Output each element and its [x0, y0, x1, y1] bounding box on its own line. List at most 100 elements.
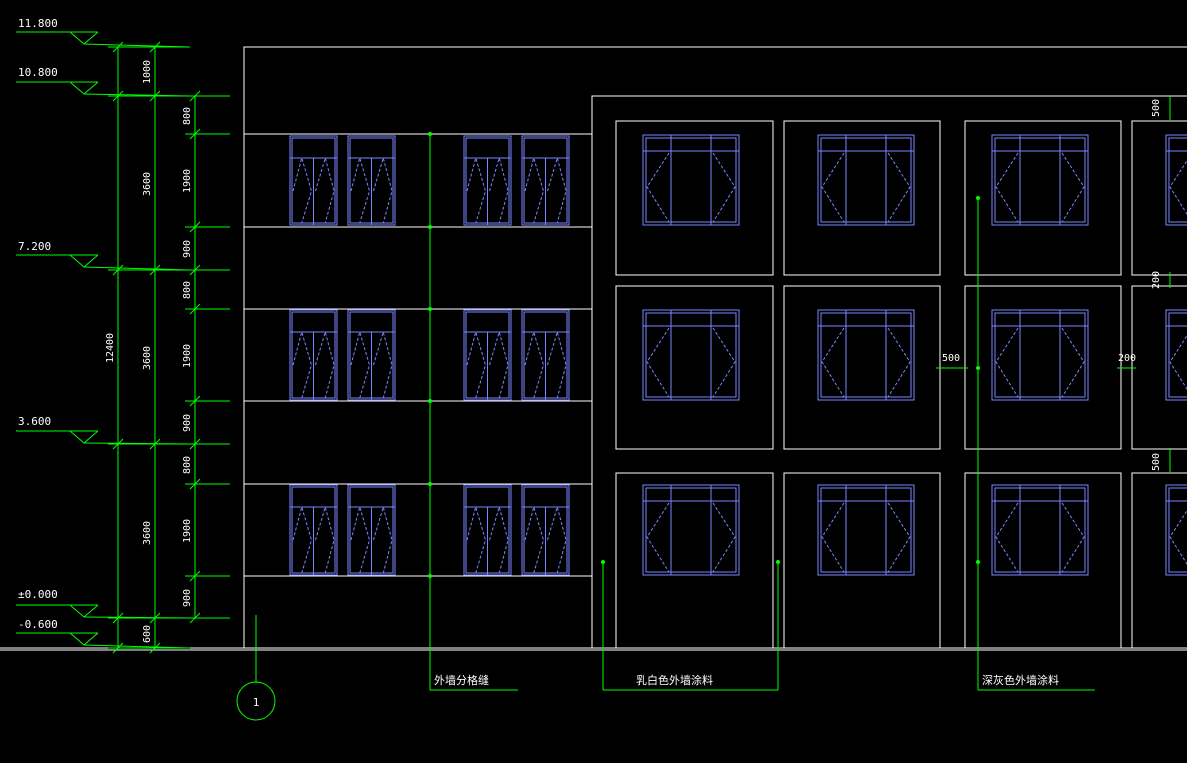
window-swing [547, 505, 567, 574]
window-swing [373, 505, 393, 574]
window-inner [645, 487, 737, 573]
leader-dots [428, 132, 980, 578]
dim-base: 600 [142, 625, 153, 643]
window-swing [1169, 159, 1187, 215]
leader-dot [428, 225, 432, 229]
leader-dot [428, 574, 432, 578]
elevation-mark-triangle [69, 81, 99, 95]
window-swing [524, 156, 545, 224]
dim-f2-top: 800 [182, 281, 193, 299]
window-frame [642, 309, 740, 401]
window-frame [642, 484, 740, 576]
panel-window [1165, 309, 1187, 401]
tick-mark [189, 395, 201, 407]
dim-frame-bottom: 500 [1151, 453, 1162, 471]
tick-mark [149, 438, 161, 450]
window-swing [821, 327, 845, 398]
elevation-mark-triangle [69, 632, 99, 646]
window-inner [645, 137, 737, 223]
window-swing [1061, 152, 1085, 223]
panel-window [817, 309, 915, 401]
panel-window [991, 134, 1089, 226]
dim-f1-win: 1900 [182, 519, 193, 543]
window-swing [1061, 327, 1085, 398]
tick-mark [189, 303, 201, 315]
right-block-outline [591, 95, 1187, 648]
dim-floor2: 3600 [142, 346, 153, 370]
window-inner [1168, 137, 1187, 223]
window-swing [292, 330, 313, 399]
dim-frame-gap: 200 [1151, 271, 1162, 289]
window-swing [1169, 509, 1187, 565]
frame-panel [615, 472, 774, 649]
panel-window [642, 484, 740, 576]
elevation-mark-triangle [69, 430, 99, 444]
casement-window [463, 484, 512, 576]
tick-mark [189, 264, 201, 276]
window-swing [646, 502, 670, 573]
leader-dot [776, 560, 780, 564]
leader-dot [601, 560, 605, 564]
tick-mark [189, 612, 201, 624]
dim-floor1: 3600 [142, 521, 153, 545]
window-inner [1168, 312, 1187, 398]
window-swing [466, 156, 487, 224]
leader-dot [428, 307, 432, 311]
window-swing [350, 156, 371, 224]
panel-window [1165, 134, 1187, 226]
window-swing [995, 502, 1019, 573]
window-swing [373, 330, 393, 399]
tick-mark [112, 438, 124, 450]
casement-window [347, 135, 396, 226]
casement-window [347, 309, 396, 401]
panel-window [991, 309, 1089, 401]
dim-floor3: 3600 [142, 172, 153, 196]
dim-f3-win: 1900 [182, 169, 193, 193]
dim-f1-sill: 900 [182, 589, 193, 607]
frame-panel [783, 472, 941, 649]
dim-f3-sill: 900 [182, 240, 193, 258]
window-swing [547, 156, 567, 224]
elev-minus-600: -0.600 [18, 618, 58, 631]
window-frame [1165, 484, 1187, 576]
tick-mark [189, 478, 201, 490]
dim-frame-top: 500 [1151, 99, 1162, 117]
casement-window [521, 484, 570, 576]
dimension-lines [16, 31, 1171, 721]
leader-dot [976, 196, 980, 200]
window-swing [712, 327, 736, 398]
leader-dot [428, 482, 432, 486]
panel-window [817, 134, 915, 226]
tick-mark [149, 90, 161, 102]
note-milky-white: 乳白色外墙涂料 [636, 673, 713, 687]
window-swing [887, 502, 911, 573]
tick-mark [112, 612, 124, 624]
window-swing [315, 156, 335, 224]
dim-f3-top: 800 [182, 107, 193, 125]
frame-panel [1131, 472, 1187, 649]
leader-dot [428, 399, 432, 403]
window-swing [350, 330, 371, 399]
window-swing [995, 152, 1019, 223]
dim-f1-top: 800 [182, 456, 193, 474]
dim-parapet: 1000 [142, 60, 153, 84]
tick-mark [189, 90, 201, 102]
window-swing [821, 502, 845, 573]
tick-mark [189, 221, 201, 233]
elevation-mark-triangle [69, 254, 99, 268]
tick-mark [189, 570, 201, 582]
window-swing [887, 152, 911, 223]
frame-panel [783, 120, 941, 276]
casement-window [521, 135, 570, 226]
tick-mark [112, 642, 124, 654]
window-frame [642, 134, 740, 226]
tick-mark [149, 41, 161, 53]
window-swing [712, 152, 736, 223]
window-swing [292, 156, 313, 224]
window-swing [489, 505, 509, 574]
axis-bubble [236, 681, 276, 721]
window-swing [350, 505, 371, 574]
tick-mark [189, 128, 201, 140]
